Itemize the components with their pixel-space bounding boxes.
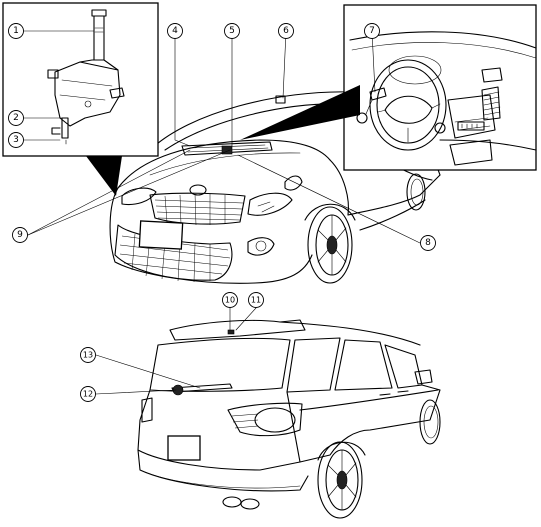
- callout-11-label: 11: [251, 296, 261, 305]
- callout-4-label: 4: [172, 26, 178, 36]
- callout-6: 6: [278, 23, 294, 39]
- leader-lines: [23, 30, 421, 395]
- callout-1-label: 1: [13, 26, 19, 36]
- callout-12: 12: [80, 386, 96, 402]
- rear-vehicle-illustration: [137, 319, 441, 519]
- callout-2-label: 2: [13, 113, 19, 123]
- callout-7: 7: [364, 23, 380, 39]
- callout-8-label: 8: [425, 238, 431, 248]
- reservoir-detail-inset: [2, 2, 159, 157]
- callout-12-label: 12: [83, 390, 93, 399]
- callout-6-label: 6: [283, 26, 289, 36]
- callout-10-label: 10: [225, 296, 235, 305]
- callout-1: 1: [8, 23, 24, 39]
- callout-3-label: 3: [13, 135, 19, 145]
- callout-2: 2: [8, 110, 24, 126]
- callout-13: 13: [80, 347, 96, 363]
- front-vehicle-illustration: [109, 91, 441, 284]
- callout-5-label: 5: [229, 26, 235, 36]
- callout-9: 9: [12, 227, 28, 243]
- callout-8: 8: [420, 235, 436, 251]
- interior-pointer-beam: [240, 85, 360, 140]
- callout-9-label: 9: [17, 230, 23, 240]
- callout-7-label: 7: [369, 26, 375, 36]
- callout-5: 5: [224, 23, 240, 39]
- callout-13-label: 13: [83, 351, 93, 360]
- callout-10: 10: [222, 292, 238, 308]
- callout-11: 11: [248, 292, 264, 308]
- inset-pointer-arrow: [86, 156, 122, 196]
- callout-4: 4: [167, 23, 183, 39]
- callout-3: 3: [8, 132, 24, 148]
